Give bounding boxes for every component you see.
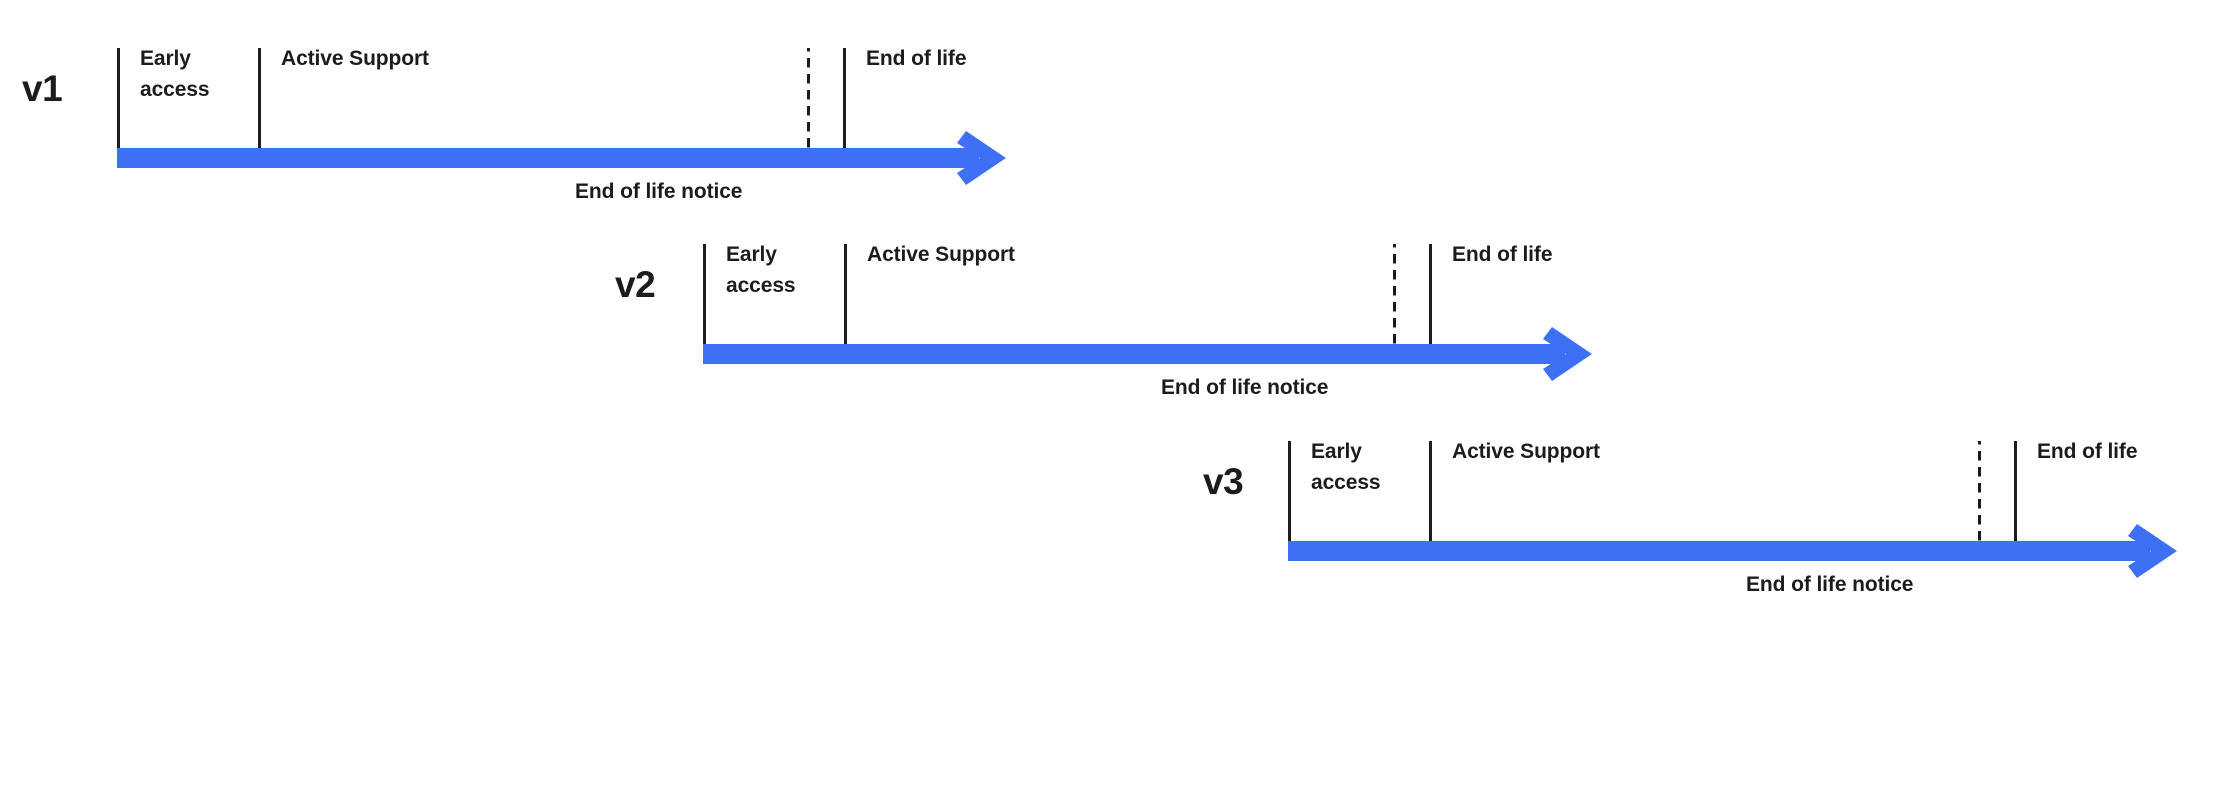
phase-label-end-of-life-v3: End of life <box>2037 440 2138 463</box>
version-label-v3: v3 <box>1203 461 1244 502</box>
phase-label-early-access-v2: Early access <box>726 243 796 297</box>
end-of-life-notice-label-v3: End of life notice <box>1746 573 1914 596</box>
phase-label-active-support-v3: Active Support <box>1452 440 1600 463</box>
timeline-bar-v3 <box>1288 541 2150 561</box>
end-of-life-notice-label-v1: End of life notice <box>575 180 743 203</box>
phase-label-active-support-v1: Active Support <box>281 47 429 70</box>
timeline-row-v1: v1 Early access Active Support End of li… <box>0 0 1040 215</box>
phase-label-early-access-v3: Early access <box>1311 440 1381 494</box>
phase-divider-end-of-life-start-v1 <box>843 48 846 148</box>
timeline-row-v3: v3 Early access Active Support End of li… <box>1171 393 2228 608</box>
timeline-arrowhead-v3 <box>2127 520 2189 582</box>
phase-divider-early-access-start-v2 <box>703 244 706 344</box>
phase-label-early-access-v1: Early access <box>140 47 210 101</box>
timeline-bar-v1 <box>117 148 979 168</box>
phase-divider-active-support-start-v2 <box>844 244 847 344</box>
end-of-life-notice-marker-v2 <box>1393 244 1396 344</box>
version-label-v2: v2 <box>615 264 656 305</box>
timeline-arrowhead-v2 <box>1542 323 1604 385</box>
end-of-life-notice-marker-v3 <box>1978 441 1981 541</box>
timeline-row-v2: v2 Early access Active Support End of li… <box>586 196 1626 411</box>
version-label-v1: v1 <box>22 68 63 109</box>
phase-divider-active-support-start-v3 <box>1429 441 1432 541</box>
phase-divider-early-access-start-v1 <box>117 48 120 148</box>
phase-divider-early-access-start-v3 <box>1288 441 1291 541</box>
phase-label-active-support-v2: Active Support <box>867 243 1015 266</box>
timeline-arrowhead-v1 <box>956 127 1018 189</box>
phase-label-end-of-life-v1: End of life <box>866 47 967 70</box>
phase-label-end-of-life-v2: End of life <box>1452 243 1553 266</box>
phase-divider-end-of-life-start-v3 <box>2014 441 2017 541</box>
end-of-life-notice-marker-v1 <box>807 48 810 148</box>
phase-divider-active-support-start-v1 <box>258 48 261 148</box>
timeline-bar-v2 <box>703 344 1565 364</box>
phase-divider-end-of-life-start-v2 <box>1429 244 1432 344</box>
end-of-life-notice-label-v2: End of life notice <box>1161 376 1329 399</box>
